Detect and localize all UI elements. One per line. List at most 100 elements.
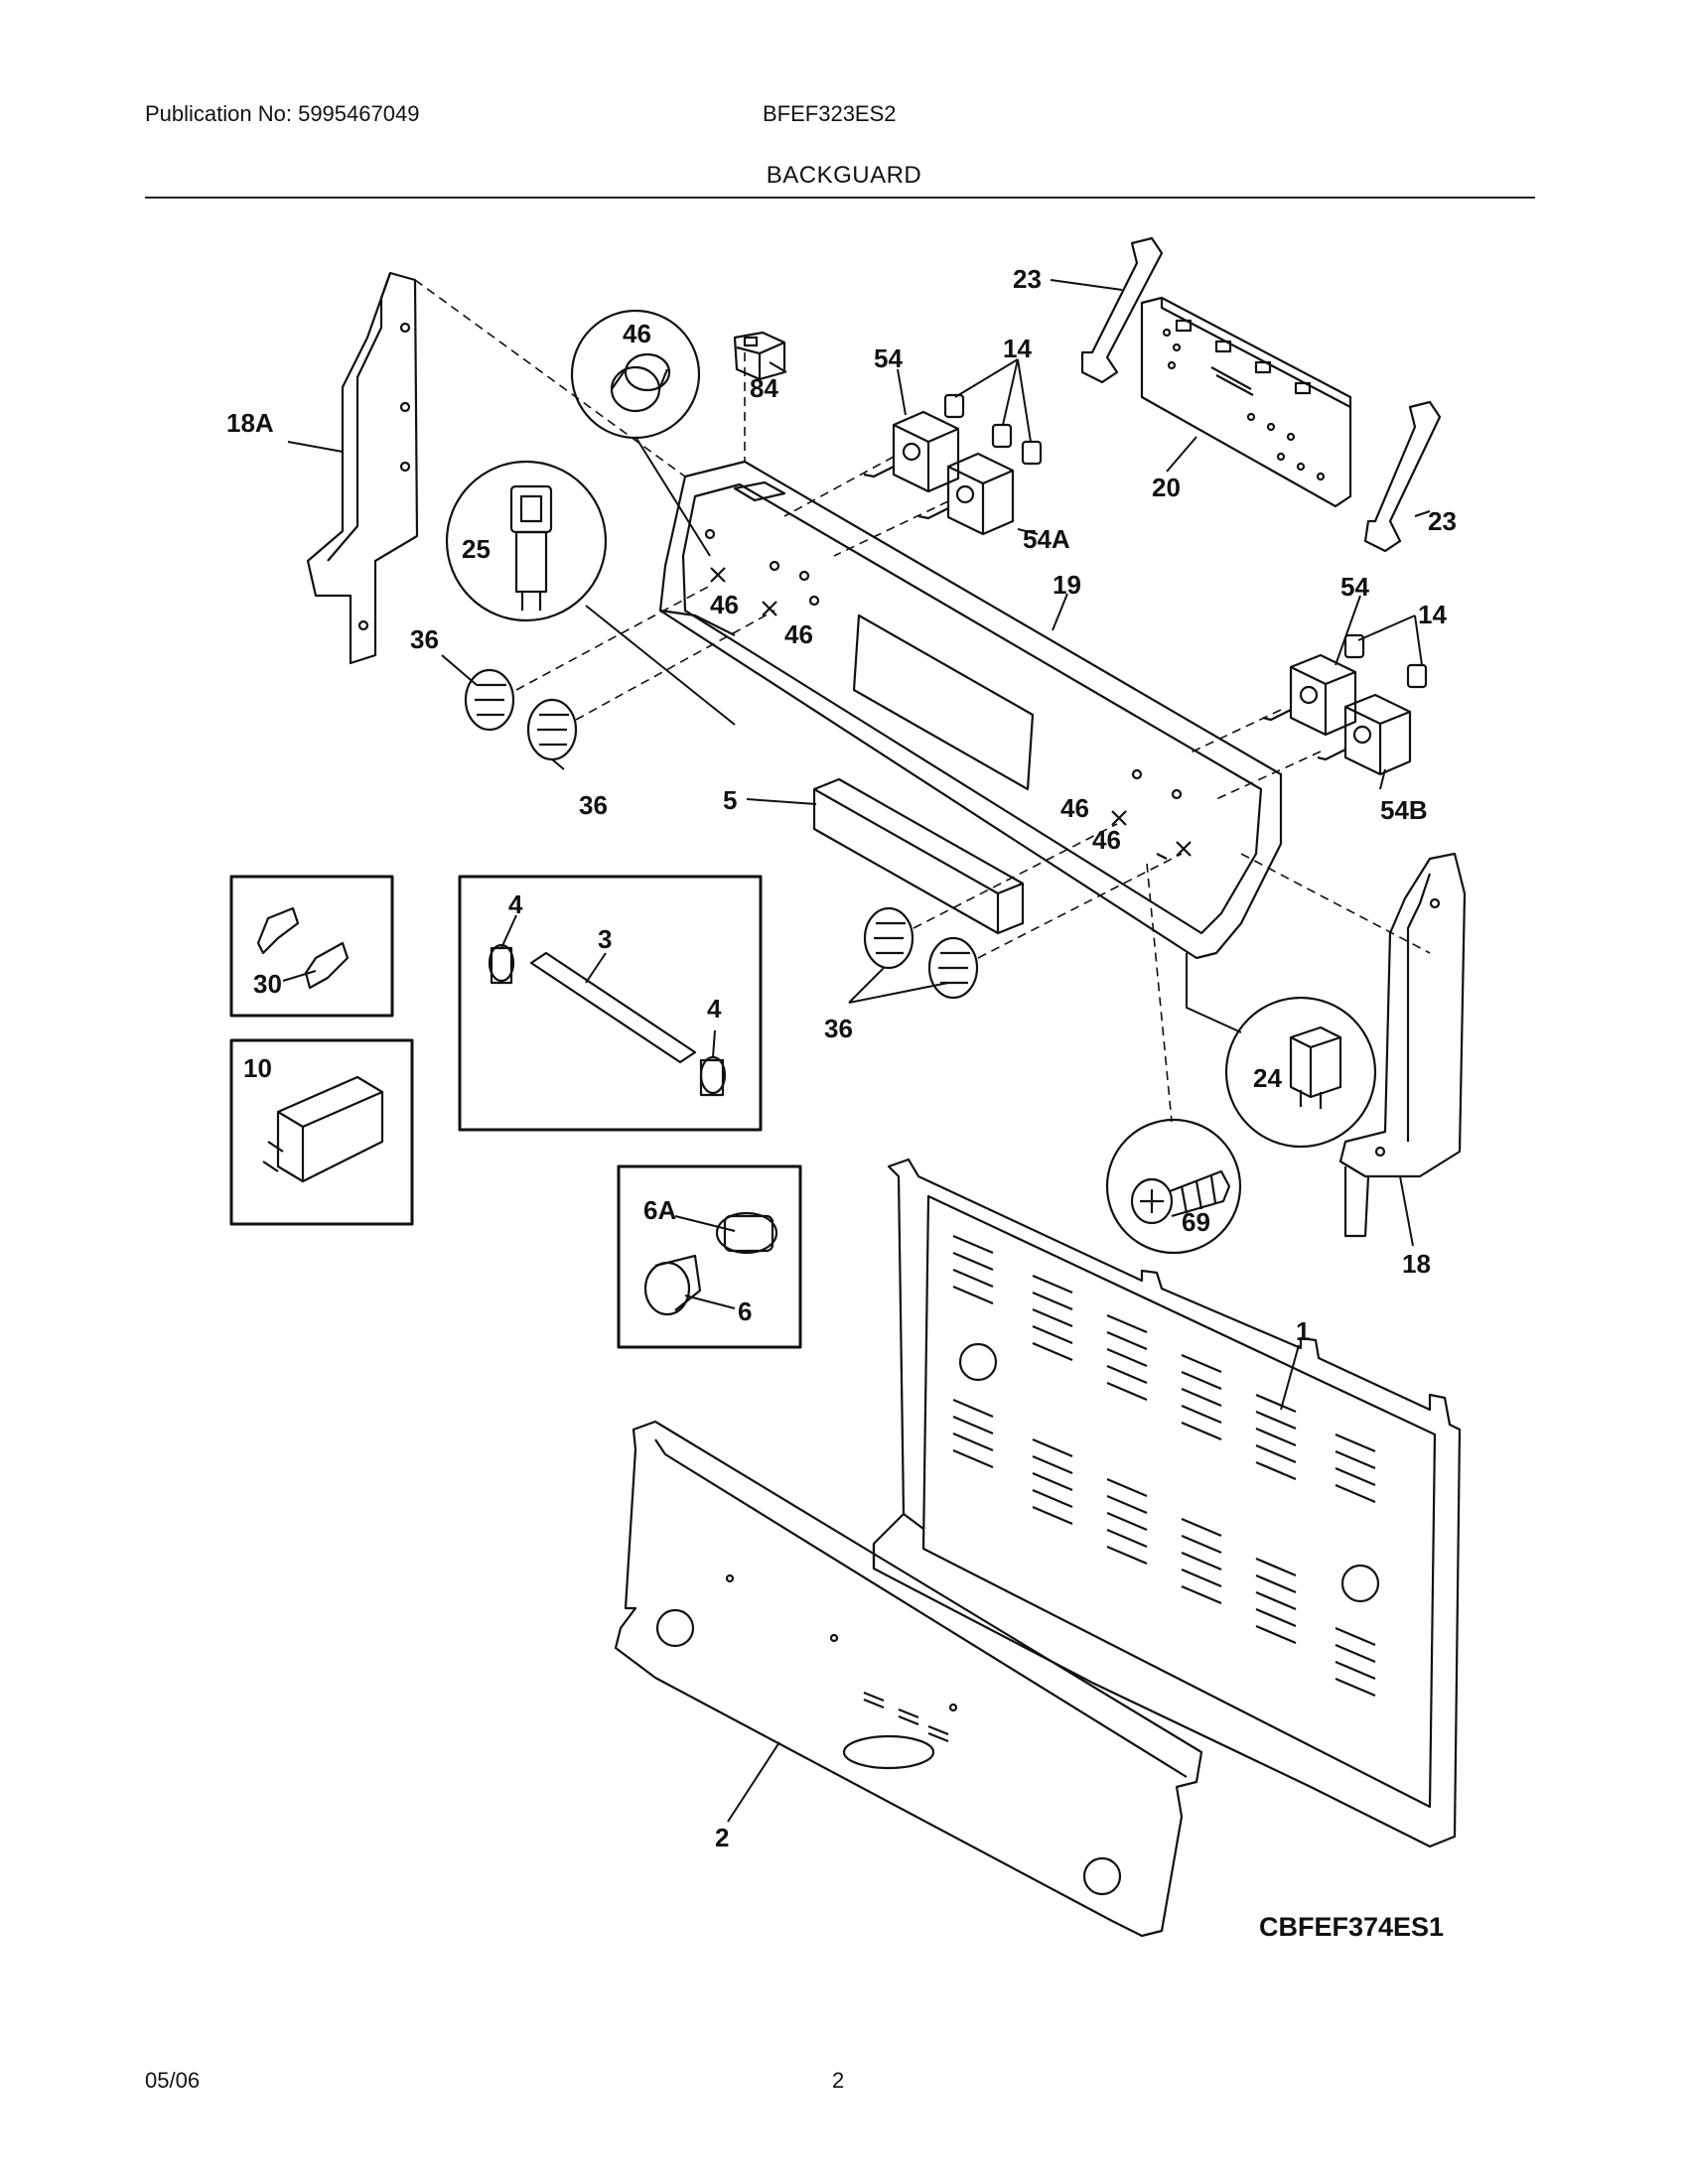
callout-14-mid: 14 (1418, 600, 1447, 629)
callout-4-lower: 4 (707, 994, 722, 1024)
leader-4a (500, 914, 517, 949)
knob-36-upper-a (464, 668, 515, 732)
leader-54b (1379, 768, 1386, 790)
leader-14mid (1357, 614, 1423, 666)
dashed-guide-36d (977, 853, 1183, 959)
leader-23bot (1414, 510, 1431, 517)
leader-6 (684, 1295, 736, 1309)
callout-30: 30 (253, 969, 282, 999)
leader-14top (954, 358, 1032, 443)
callout-25: 25 (462, 534, 491, 564)
inset-box-6 (617, 1164, 802, 1349)
dashed-guide-18a (414, 279, 686, 478)
magnified-part-25 (445, 460, 608, 622)
header-divider (145, 197, 1535, 199)
callout-20: 20 (1152, 473, 1181, 502)
callout-14-top: 14 (1003, 334, 1032, 363)
footer-date: 05/06 (145, 2068, 201, 2093)
inset-box-10 (229, 1038, 414, 1226)
callout-54b: 54B (1380, 795, 1428, 825)
callout-3: 3 (598, 924, 612, 954)
leader-5 (746, 798, 817, 805)
callout-46-right-b: 46 (1092, 825, 1121, 855)
callout-84: 84 (750, 373, 778, 403)
callout-24: 24 (1253, 1063, 1282, 1093)
infinite-switch-54-top (863, 410, 960, 493)
callout-23-top: 23 (1013, 264, 1042, 294)
callout-46-magnified: 46 (623, 319, 651, 348)
leader-2 (727, 1741, 780, 1823)
leader-23top (1050, 279, 1123, 291)
knob-36-upper-b (526, 698, 578, 761)
control-board-20 (1140, 296, 1352, 508)
knob-36-lower-b (927, 936, 979, 1000)
dashed-guide-36a (515, 585, 711, 691)
side-bracket-18a (306, 271, 419, 665)
dashed-guide-54a (833, 500, 949, 557)
leader-20 (1166, 436, 1197, 473)
callout-10: 10 (243, 1053, 272, 1083)
leader-54a (1017, 528, 1039, 535)
indicator-14-top (943, 393, 1043, 466)
knob-36-lower-a (863, 906, 914, 970)
callout-46-left-a: 46 (710, 590, 739, 619)
callout-23-bottom: 23 (1428, 506, 1457, 536)
leader-46top (634, 436, 711, 557)
callout-1: 1 (1296, 1316, 1310, 1346)
leader-30 (282, 970, 317, 982)
callout-18: 18 (1402, 1249, 1431, 1279)
leader-84 (769, 361, 787, 373)
dashed-guide-54 (783, 456, 895, 517)
bracket-23-top (1080, 236, 1164, 384)
leader-3 (585, 952, 607, 984)
callout-18a: 18A (226, 408, 274, 438)
dashed-guide-36c (913, 823, 1118, 929)
clips-46 (710, 567, 1192, 860)
callout-36-upper: 36 (410, 624, 439, 654)
publication-number: Publication No: 5995467049 (145, 101, 420, 126)
part-84-switch (733, 331, 786, 381)
leader-1 (1280, 1344, 1300, 1411)
dashed-guide-54-mid (1186, 709, 1282, 755)
callout-54-top: 54 (874, 343, 903, 373)
infinite-switch-54b (1317, 693, 1412, 776)
callout-46-right-a: 46 (1060, 793, 1089, 823)
dashed-guide-69 (1146, 863, 1173, 1123)
magnified-part-24 (1224, 996, 1377, 1149)
leader-54top (897, 368, 907, 416)
channel-5 (812, 777, 1025, 935)
dashed-guide-36b (575, 610, 775, 721)
callout-54-mid: 54 (1340, 572, 1369, 602)
indicator-14-mid (1343, 633, 1428, 689)
leader-25 (585, 605, 736, 726)
model-number: BFEF323ES2 (763, 101, 897, 126)
backguard-panel-19 (658, 460, 1283, 960)
page-number: 2 (832, 2068, 845, 2093)
callout-19: 19 (1053, 570, 1081, 600)
back-panel-1 (872, 1158, 1462, 1848)
lower-panel-2 (614, 1420, 1203, 1938)
leader-18 (1399, 1175, 1414, 1247)
infinite-switch-54-mid (1262, 653, 1357, 737)
inset-box-3-4 (458, 875, 763, 1132)
dashed-guide-54b (1215, 751, 1322, 800)
leader-6a (674, 1215, 736, 1232)
leader-36c (848, 967, 949, 1004)
side-bracket-18 (1338, 852, 1467, 1238)
magnified-part-46 (570, 309, 701, 440)
callout-69: 69 (1182, 1207, 1210, 1237)
dashed-guide-18 (1240, 853, 1431, 954)
callout-36-upper-b: 36 (579, 790, 608, 820)
callout-2: 2 (715, 1823, 729, 1852)
callout-6a: 6A (643, 1195, 676, 1225)
callout-46-left-b: 46 (784, 619, 813, 649)
leader-19 (1052, 593, 1068, 631)
section-title: BACKGUARD (766, 162, 922, 189)
callout-4-upper: 4 (508, 889, 523, 919)
leader-36b (551, 758, 565, 770)
leader-4b (712, 1029, 716, 1058)
bracket-23-bottom (1363, 400, 1442, 553)
magnified-part-69 (1105, 1118, 1242, 1255)
infinite-switch-54a (917, 452, 1015, 536)
